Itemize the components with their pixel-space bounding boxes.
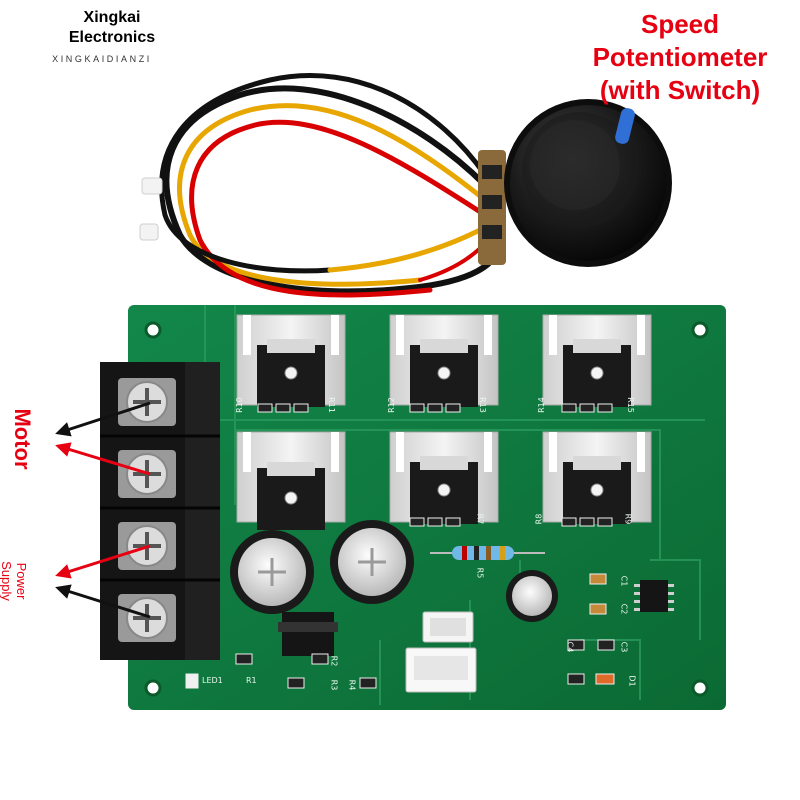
electrolytic-capacitors bbox=[230, 520, 558, 622]
potentiometer-callout-line1: Speed bbox=[640, 9, 720, 39]
silk-r7: R7 bbox=[475, 513, 485, 525]
silk-r14: R14 bbox=[536, 397, 546, 413]
brand-name: Xingkai Electronics bbox=[42, 8, 182, 48]
brand-name-line2: Electronics bbox=[68, 29, 156, 46]
potentiometer-callout: Speed Potentiometer (with Switch) bbox=[560, 8, 800, 107]
silk-c3: C3 bbox=[619, 641, 629, 653]
silk-c1: C1 bbox=[619, 575, 629, 587]
silk-r5: R5 bbox=[475, 567, 485, 579]
white-connector-bottom bbox=[405, 647, 477, 693]
knob-indicator-icon bbox=[615, 108, 635, 144]
white-connector-top bbox=[422, 611, 474, 643]
silk-r13: R13 bbox=[477, 397, 487, 413]
silk-r12: R12 bbox=[386, 397, 396, 413]
motor-callout: Motor bbox=[10, 408, 35, 470]
controller-ic bbox=[634, 580, 674, 612]
silk-r8: R8 bbox=[534, 513, 544, 525]
silk-c4: C4 bbox=[565, 641, 575, 653]
silk-d1: D1 bbox=[627, 675, 637, 687]
silk-r3: R3 bbox=[329, 679, 339, 691]
power-supply-callout-line1: Power bbox=[14, 562, 29, 600]
mosfet-row-bottom bbox=[236, 431, 652, 530]
silk-r11: R11 bbox=[326, 397, 336, 413]
axial-resistor bbox=[430, 546, 545, 560]
wire-harness bbox=[139, 73, 503, 298]
terminal-block bbox=[100, 362, 220, 660]
silk-r4: R4 bbox=[347, 679, 357, 691]
potentiometer-callout-line3: (with Switch) bbox=[599, 75, 761, 105]
silk-r10: R10 bbox=[234, 397, 244, 413]
brand-subtitle: XINGKAIDIANZI bbox=[52, 54, 152, 64]
mosfet-row-top bbox=[236, 314, 652, 407]
potentiometer-callout-line2: Potentiometer bbox=[592, 42, 768, 72]
callout-arrows bbox=[55, 401, 151, 619]
silk-r9: R9 bbox=[623, 513, 633, 525]
brand-name-line1: Xingkai bbox=[83, 9, 141, 26]
silk-r2: R2 bbox=[329, 655, 339, 667]
silk-r1: R1 bbox=[246, 676, 257, 685]
silk-led1: LED1 bbox=[202, 676, 223, 685]
smd-resistors bbox=[257, 403, 613, 527]
voltage-regulator bbox=[278, 612, 338, 656]
power-supply-callout: Power Supply bbox=[0, 541, 29, 621]
power-supply-callout-line2: Supply bbox=[0, 561, 14, 601]
potentiometer-knob bbox=[478, 99, 672, 267]
silk-c2: C2 bbox=[619, 603, 629, 615]
smd-components bbox=[185, 573, 615, 689]
silk-r15: R15 bbox=[625, 397, 635, 413]
